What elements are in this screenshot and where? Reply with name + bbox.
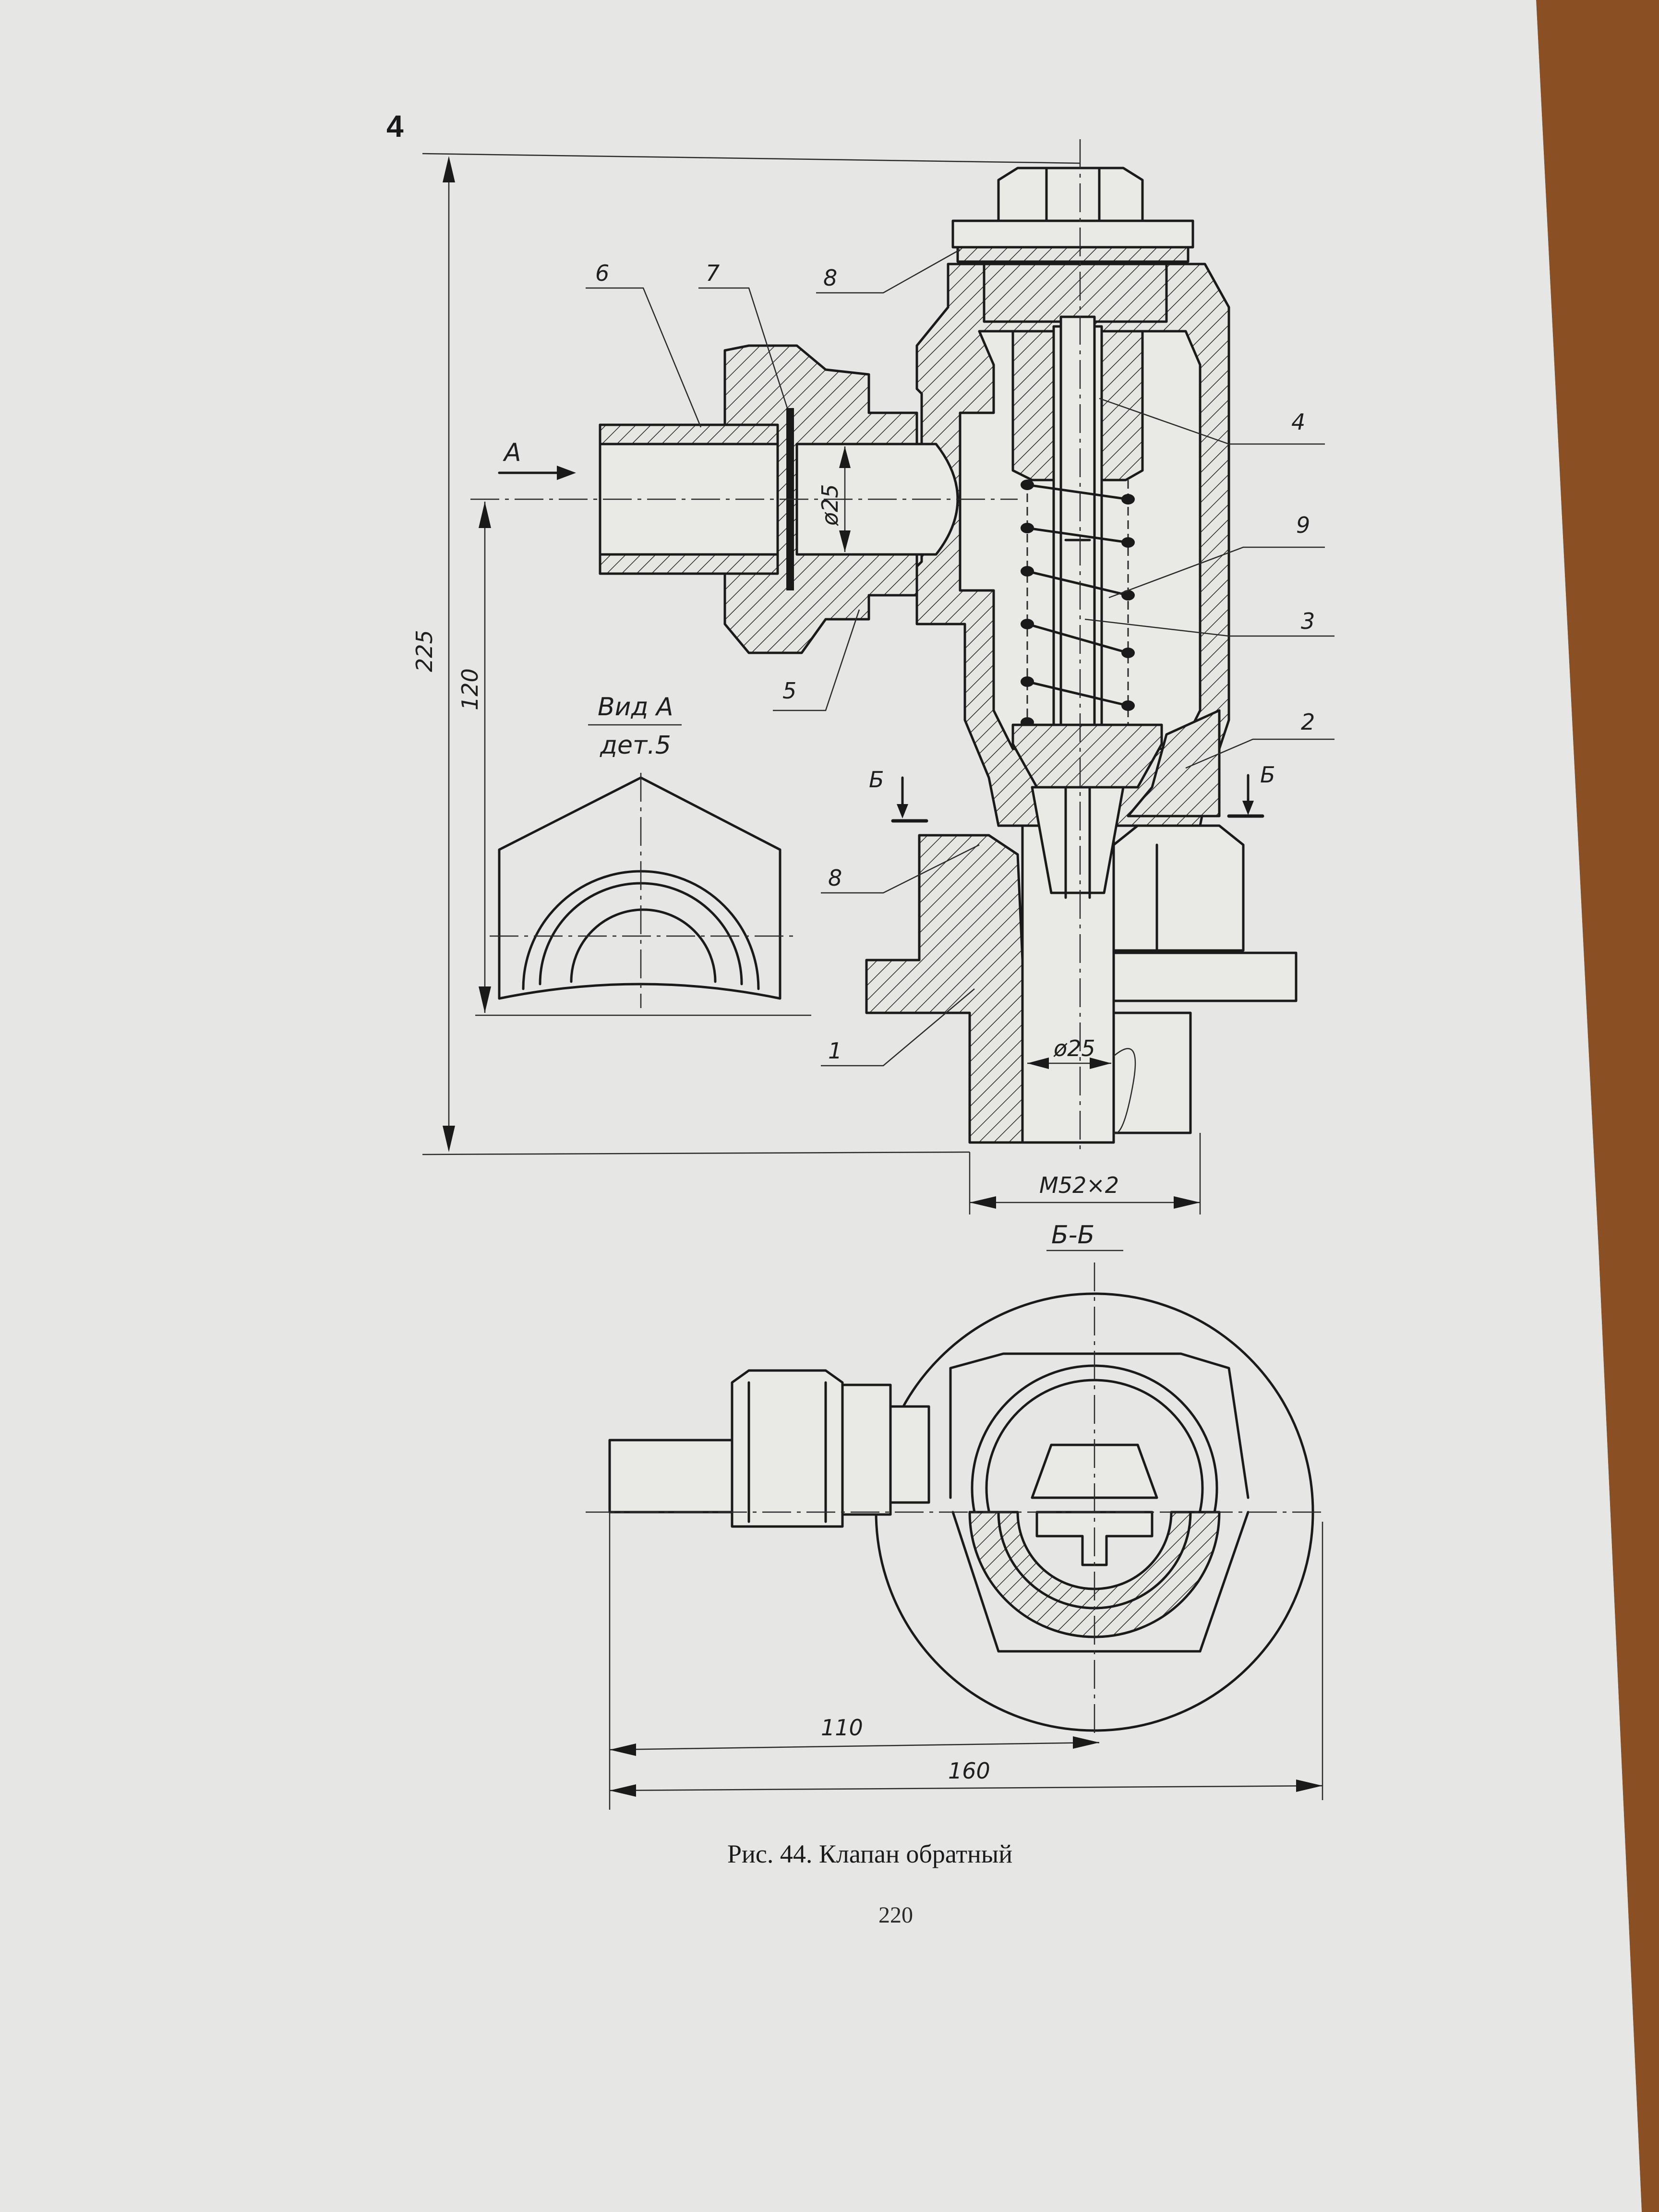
dimension-outlet-diameter	[1027, 1058, 1111, 1069]
section-side-boss	[889, 1405, 930, 1504]
guide-fins	[1031, 786, 1125, 894]
view-a-hex-outline	[498, 776, 781, 1000]
dim-110-label: 110	[821, 1715, 863, 1741]
dimension-120	[475, 502, 811, 1016]
section-hex-lower	[951, 1511, 1250, 1653]
part-label-1: 1	[828, 1038, 842, 1064]
right-flange	[1112, 951, 1298, 1002]
part-label-9: 9	[1296, 512, 1310, 538]
section-side-nut	[731, 1369, 844, 1528]
cap-plate	[951, 219, 1194, 249]
dimension-110	[609, 1512, 1100, 1810]
cap-plug	[983, 263, 1168, 323]
view-a-subtitle: дет.5	[600, 731, 671, 760]
top-hex-nut	[997, 167, 1144, 222]
cap-gasket	[956, 246, 1190, 263]
view-a-inner-ring	[570, 908, 717, 983]
figure-caption: Рис. 44. Клапан обратный	[727, 1839, 1012, 1868]
valve-main-section	[599, 167, 1298, 1144]
part-label-8-bottom: 8	[828, 865, 842, 891]
section-side-pipe	[608, 1439, 736, 1514]
inlet-pipe-wall-bottom	[599, 553, 793, 575]
dim-120-label: 120	[457, 668, 483, 710]
dim-outlet-diameter-label: ø25	[1053, 1035, 1095, 1061]
part-label-8-top: 8	[823, 265, 837, 291]
valve-stem	[1059, 315, 1096, 741]
section-title: Б-Б	[1051, 1221, 1094, 1250]
part-label-5: 5	[782, 678, 796, 704]
sheet-number: 4	[386, 109, 404, 144]
wooden-table-edge	[1536, 0, 1659, 2212]
svg-text:Б: Б	[869, 767, 884, 793]
right-hex-nut	[1112, 824, 1245, 952]
part-label-6: 6	[595, 260, 609, 286]
part-label-3: 3	[1301, 608, 1315, 634]
part-label-4: 4	[1291, 409, 1305, 435]
dim-225-label: 225	[411, 630, 437, 672]
arrow-a-label: А	[503, 438, 521, 467]
part-label-2: 2	[1301, 709, 1315, 735]
valve-disc	[1011, 723, 1163, 789]
section-hatched-inner	[997, 1511, 1192, 1610]
valve-seat-body	[1127, 709, 1221, 817]
dimension-inlet-diameter	[839, 446, 851, 552]
dimension-225	[422, 153, 1081, 1155]
view-a: Вид А дет.5	[490, 693, 797, 1008]
bottom-fitting	[865, 834, 1024, 1144]
view-a-title: Вид А	[598, 693, 673, 721]
section-side-collar	[841, 1383, 892, 1516]
dimension-thread	[969, 1133, 1201, 1214]
dimension-160	[609, 1522, 1323, 1800]
section-hex-upper	[949, 1352, 1250, 1499]
dim-thread-label: M52×2	[1039, 1172, 1119, 1198]
part-leaders	[586, 249, 1334, 1067]
section-mark-left: Б	[869, 767, 928, 823]
dim-inlet-diameter-label: ø25	[817, 484, 843, 526]
spring	[1021, 480, 1135, 730]
section-mark-right: Б	[1227, 762, 1275, 818]
dim-160-label: 160	[948, 1758, 990, 1784]
page-number: 220	[878, 1902, 913, 1928]
part-label-7: 7	[706, 260, 720, 286]
outlet-thread	[1112, 1011, 1192, 1134]
section-bb	[586, 1262, 1325, 1738]
section-inner-hex	[1031, 1443, 1158, 1499]
svg-text:Б: Б	[1260, 762, 1275, 788]
inlet-pipe-wall-top	[599, 423, 793, 445]
